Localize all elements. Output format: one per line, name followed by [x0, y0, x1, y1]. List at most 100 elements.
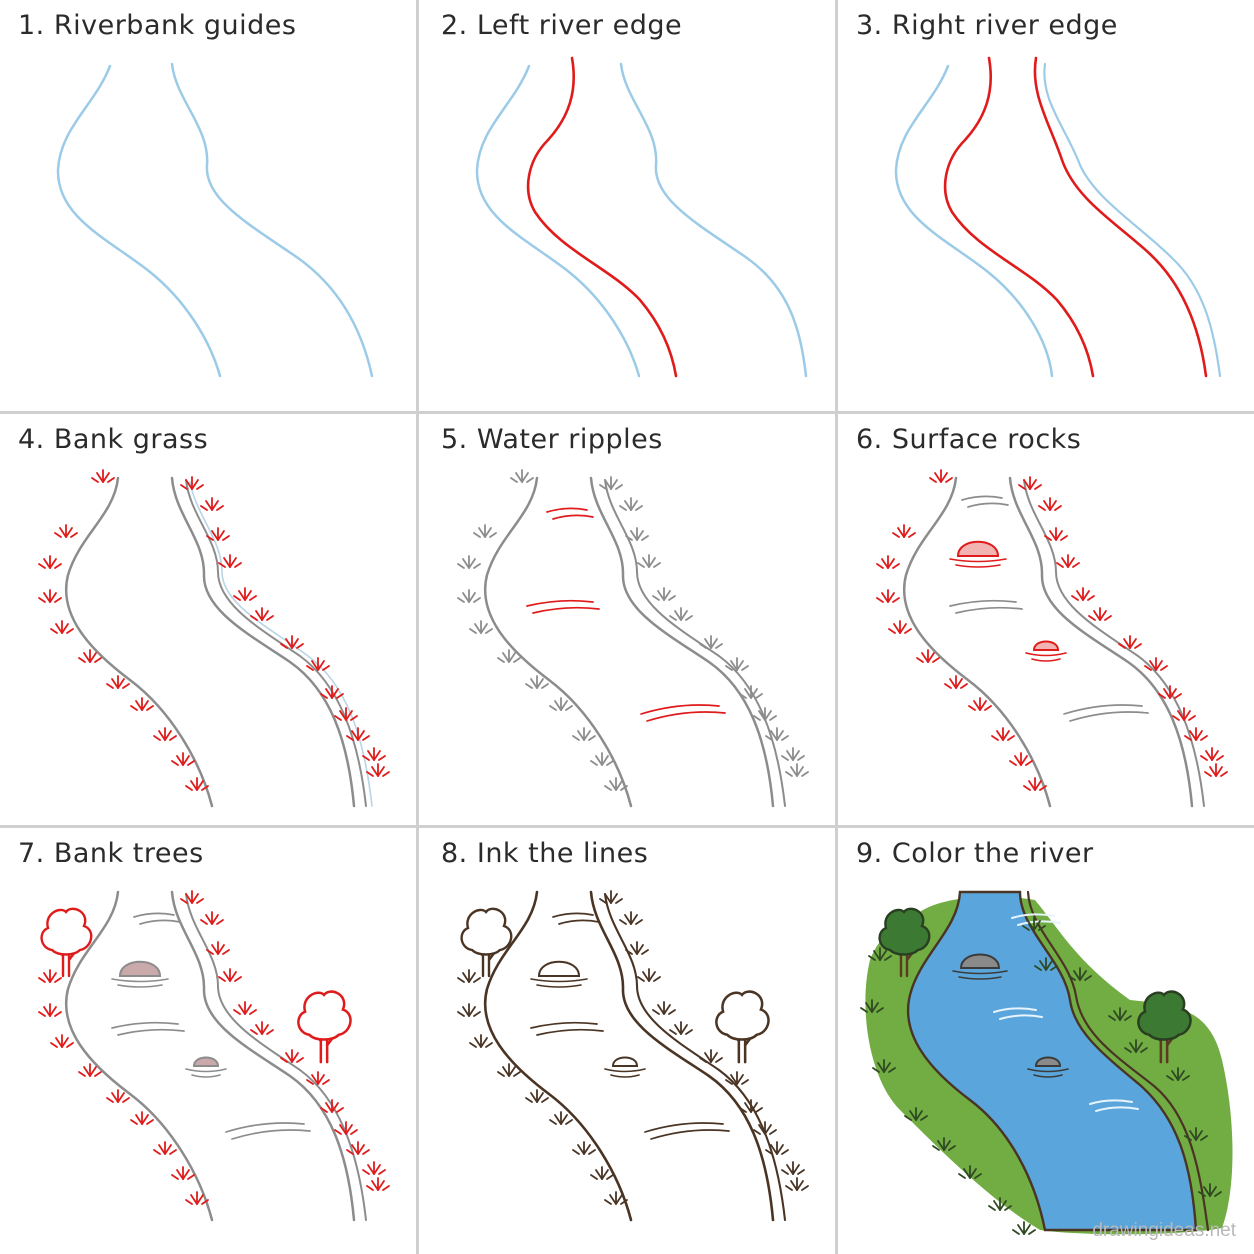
- grass-blade: [1129, 638, 1137, 649]
- grass-blade: [897, 527, 905, 538]
- grass-blade: [244, 1004, 252, 1015]
- grass-blade: [350, 715, 358, 721]
- grass-blade: [216, 505, 224, 511]
- grass-blade: [876, 597, 884, 603]
- grass-blade: [1205, 750, 1213, 761]
- grass-blade: [1209, 766, 1217, 777]
- grass-tuft: [876, 589, 900, 603]
- grass-blade: [604, 893, 612, 904]
- ripple: [646, 711, 726, 722]
- grass-blade: [244, 590, 252, 601]
- grass-tuft: [765, 727, 789, 741]
- grass-blade: [1195, 1130, 1203, 1141]
- rock-ripple: [955, 564, 1001, 568]
- grass-blade: [1177, 1070, 1185, 1081]
- grass-tuft: [1200, 747, 1224, 761]
- grass-tuft: [604, 1191, 628, 1205]
- grass-tuft: [868, 947, 892, 961]
- grass-blade: [560, 700, 568, 711]
- grass-blade: [1049, 500, 1057, 511]
- grass-blade: [988, 1205, 996, 1211]
- grass-blade: [755, 693, 763, 699]
- grass-blade: [89, 1066, 97, 1077]
- grass-blade: [200, 505, 208, 511]
- grass-tuft: [753, 707, 777, 721]
- grass-tuft: [38, 1003, 62, 1017]
- grass-blade: [893, 623, 901, 634]
- grass-blade: [615, 898, 623, 904]
- grass-blade: [55, 623, 63, 634]
- grass-blade: [979, 700, 987, 711]
- grass-blade: [1198, 1191, 1206, 1197]
- right-river-edge: [589, 890, 775, 1222]
- grass-blade: [1163, 688, 1171, 699]
- grass-blade: [462, 558, 470, 569]
- ripple: [949, 599, 1017, 607]
- step-drawing-9: [860, 890, 1233, 1235]
- grass-blade: [345, 1124, 353, 1135]
- grass-blade: [1169, 688, 1177, 699]
- grass-blade: [549, 705, 557, 711]
- grass-blade: [641, 535, 649, 541]
- grass-blade: [485, 1042, 493, 1048]
- grass-blade: [929, 477, 937, 483]
- grass-blade: [770, 730, 778, 741]
- grass-blade: [615, 1194, 623, 1205]
- grass-blade: [764, 1124, 772, 1135]
- step-panel-8: 8. Ink the lines: [419, 828, 835, 1254]
- grass-blade: [792, 750, 800, 761]
- grass-tuft: [781, 1161, 805, 1175]
- grass-blade: [877, 1062, 885, 1073]
- grass-blade: [480, 1037, 488, 1048]
- grass-blade: [238, 1004, 246, 1015]
- grass-blade: [1200, 735, 1208, 741]
- grass-blade: [860, 1007, 868, 1013]
- grass-blade: [153, 1149, 161, 1155]
- grass-tuft: [366, 763, 390, 777]
- grass-blade: [1034, 965, 1042, 971]
- grass-blade: [883, 1062, 891, 1073]
- grass-tuft: [525, 1089, 549, 1103]
- grass-tuft: [525, 675, 549, 689]
- grass-blade: [624, 500, 632, 511]
- grass-blade: [1038, 505, 1046, 511]
- river-group: [38, 890, 390, 1222]
- grass-blade: [663, 590, 671, 601]
- step-title: 4. Bank grass: [18, 424, 209, 455]
- grass-blade: [206, 535, 214, 541]
- left-bank-guide: [894, 64, 1054, 378]
- grass-tuft: [469, 620, 493, 634]
- grass-blade: [336, 693, 344, 699]
- grass-blade: [641, 949, 649, 955]
- grass-tuft: [38, 589, 62, 603]
- grass-blade: [932, 1145, 940, 1151]
- grass-blade: [1002, 730, 1010, 741]
- right-river-edge: [170, 890, 356, 1222]
- grass-blade: [1027, 920, 1035, 931]
- grass-blade: [1087, 595, 1095, 601]
- grass-blade: [311, 660, 319, 671]
- grass-blade: [652, 1009, 660, 1015]
- grass-blade: [565, 705, 573, 711]
- grass-blade: [223, 557, 231, 568]
- grass-blade: [725, 1079, 733, 1085]
- grass-blade: [468, 1006, 476, 1017]
- step-title: 5. Water ripples: [441, 424, 663, 455]
- tree: [460, 907, 513, 978]
- grass-blade: [111, 678, 119, 689]
- grass-blade: [999, 1200, 1007, 1211]
- grass-blade: [1079, 970, 1087, 981]
- grass-blade: [530, 1092, 538, 1103]
- grass-tuft: [106, 1089, 130, 1103]
- grass-tuft: [171, 1166, 195, 1180]
- grass-blade: [102, 472, 110, 483]
- grass-blade: [674, 610, 682, 621]
- grass-blade: [377, 766, 385, 777]
- grass-tuft: [1009, 752, 1033, 766]
- grass-blade: [792, 1164, 800, 1175]
- rock-ripple: [117, 984, 163, 988]
- grass-blade: [991, 735, 999, 741]
- grass-blade: [325, 1102, 333, 1113]
- grass-blade: [1034, 484, 1042, 490]
- grass-blade: [921, 652, 929, 663]
